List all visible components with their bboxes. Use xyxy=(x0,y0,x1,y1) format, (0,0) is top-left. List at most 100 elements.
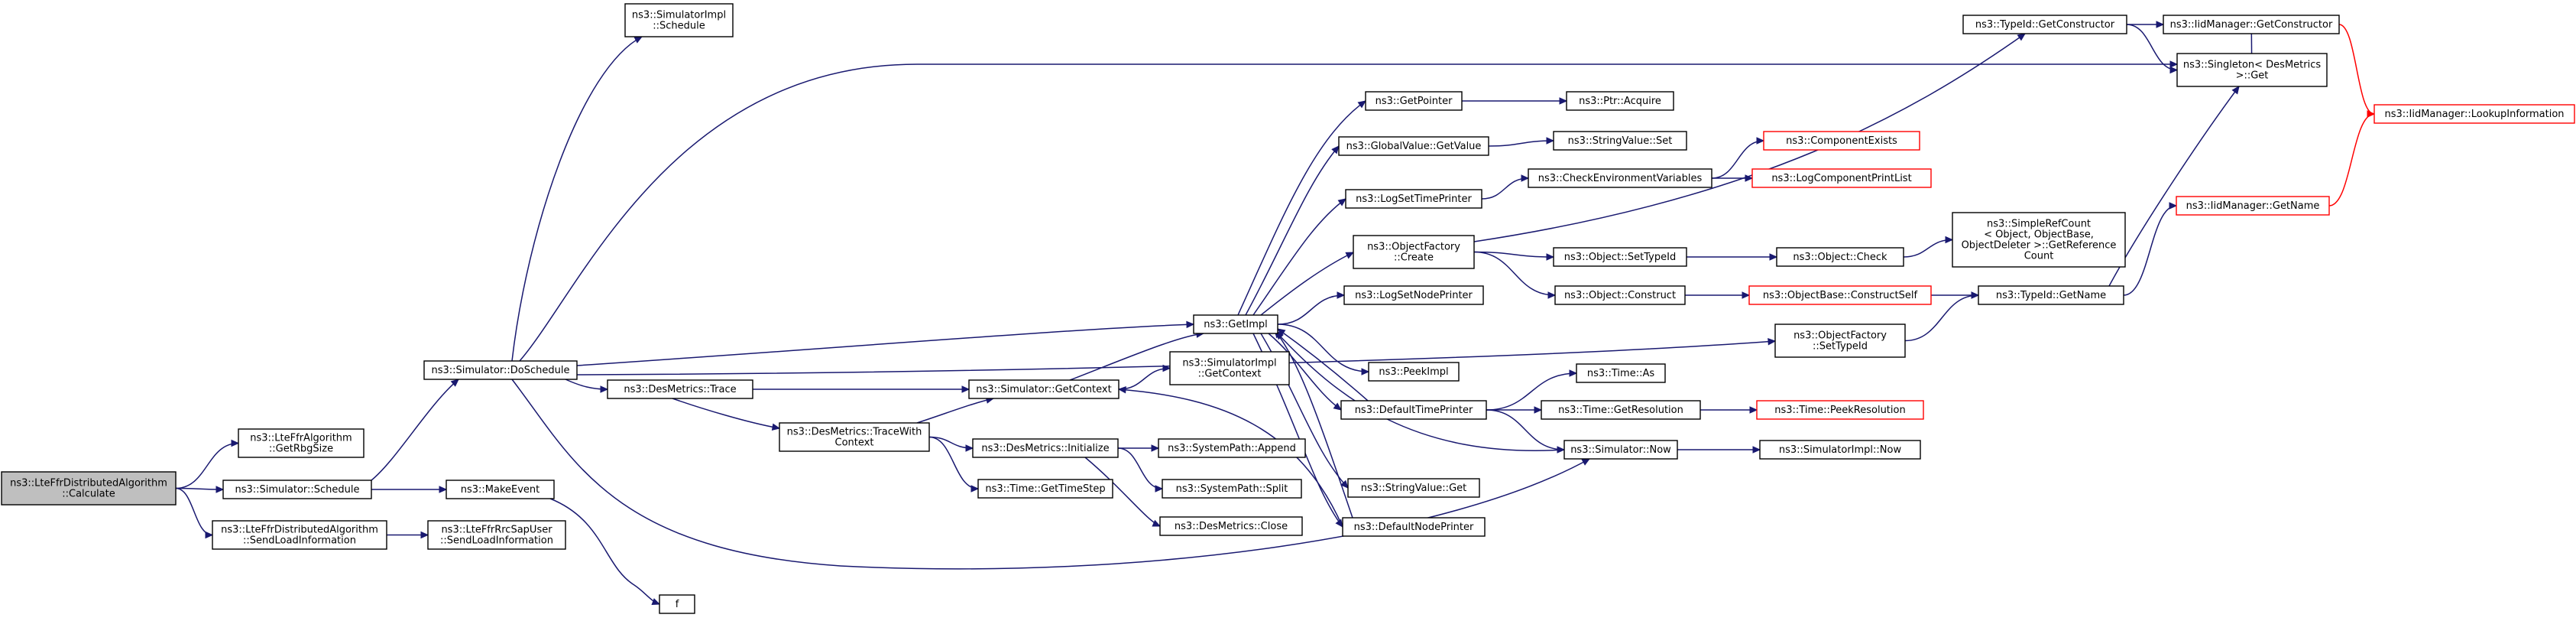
edge-deftimeprinter-to-simnow xyxy=(1486,409,1565,450)
node-box xyxy=(2373,104,2575,124)
edge-trace-to-tracewith xyxy=(672,398,780,429)
node-doschedule[interactable]: ns3::Simulator::DoSchedule xyxy=(423,360,578,380)
node-stringget[interactable]: ns3::StringValue::Get xyxy=(1347,478,1480,498)
node-label: ns3::Time::As xyxy=(1587,368,1655,379)
node-constructself[interactable]: ns3::ObjectBase::ConstructSelf xyxy=(1748,285,1932,305)
node-box xyxy=(2176,196,2330,216)
node-root[interactable]: ns3::LteFfrDistributedAlgorithm::Calcula… xyxy=(1,471,177,506)
edge-arrowhead xyxy=(2367,110,2376,118)
node-simimplctx[interactable]: ns3::SimulatorImpl::GetContext xyxy=(1169,351,1290,385)
node-deftimeprinter[interactable]: ns3::DefaultTimePrinter xyxy=(1340,400,1487,420)
node-setypeid[interactable]: ns3::Object::SetTypeId xyxy=(1553,247,1687,267)
node-objfactsettid[interactable]: ns3::ObjectFactory::SetTypeId xyxy=(1774,324,1906,358)
node-objcheck[interactable]: ns3::Object::Check xyxy=(1776,247,1904,267)
node-schedule[interactable]: ns3::Simulator::Schedule xyxy=(222,480,372,499)
edge-schedule-to-doschedule xyxy=(371,379,459,481)
node-trace[interactable]: ns3::DesMetrics::Trace xyxy=(607,379,753,399)
node-logsetnode[interactable]: ns3::LogSetNodePrinter xyxy=(1343,285,1484,305)
node-iidgetname[interactable]: ns3::IidManager::GetName xyxy=(2176,196,2330,216)
node-box xyxy=(1563,440,1678,460)
node-box xyxy=(1576,363,1666,383)
node-box xyxy=(1748,285,1932,305)
node-timeas[interactable]: ns3::Time::As xyxy=(1576,363,1666,383)
node-f[interactable]: f xyxy=(659,594,695,614)
node-defnodeprinter[interactable]: ns3::DefaultNodePrinter xyxy=(1342,517,1486,537)
node-split[interactable]: ns3::SystemPath::Split xyxy=(1162,479,1302,499)
node-getrbg[interactable]: ns3::LteFfrAlgorithm::GetRbgSize xyxy=(238,428,365,458)
node-box xyxy=(1159,516,1303,536)
edge-arrowhead xyxy=(1151,444,1160,452)
node-checkenv[interactable]: ns3::CheckEnvironmentVariables xyxy=(1528,168,1712,188)
edge-arrowhead xyxy=(1971,291,1980,299)
node-label: ns3::DesMetrics::Trace xyxy=(624,384,736,395)
node-objconstruct[interactable]: ns3::Object::Construct xyxy=(1554,285,1686,305)
node-box xyxy=(1353,235,1475,269)
node-label: ns3::Singleton< DesMetrics xyxy=(2183,60,2322,71)
node-sendload[interactable]: ns3::LteFfrDistributedAlgorithm::SendLoa… xyxy=(212,520,387,550)
edge-objfactcreate-to-typeidgetctor xyxy=(1473,33,2026,242)
node-gettimestep[interactable]: ns3::Time::GetTimeStep xyxy=(977,479,1113,499)
node-label: ns3::TypeId::GetConstructor xyxy=(1975,19,2115,31)
node-close[interactable]: ns3::DesMetrics::Close xyxy=(1159,516,1303,536)
edge-arrowhead xyxy=(1546,253,1555,261)
node-typeidgetname[interactable]: ns3::TypeId::GetName xyxy=(1978,285,2124,305)
node-simnow[interactable]: ns3::Simulator::Now xyxy=(1563,440,1678,460)
node-append[interactable]: ns3::SystemPath::Append xyxy=(1158,438,1306,458)
node-getpointer[interactable]: ns3::GetPointer xyxy=(1365,91,1463,111)
node-peekimpl[interactable]: ns3::PeekImpl xyxy=(1368,362,1460,382)
node-box xyxy=(2176,53,2328,87)
node-lookupinfo[interactable]: ns3::IidManager::LookupInformation xyxy=(2373,104,2575,124)
edge-defnodeprinter-to-getcontext xyxy=(1118,389,1343,528)
node-globalvalue[interactable]: ns3::GlobalValue::GetValue xyxy=(1338,136,1489,156)
edge-initialize-to-split xyxy=(1117,447,1163,489)
node-stringset[interactable]: ns3::StringValue::Set xyxy=(1553,131,1687,151)
node-label: Count xyxy=(2024,251,2054,262)
node-logsettime[interactable]: ns3::LogSetTimePrinter xyxy=(1345,189,1482,209)
node-rrcsap[interactable]: ns3::LteFfrRrcSapUser::SendLoadInformati… xyxy=(427,520,566,550)
node-label: ns3::Simulator::Schedule xyxy=(235,484,359,496)
node-label: ns3::DefaultTimePrinter xyxy=(1355,405,1473,416)
edge-getcontext-to-getimpl xyxy=(1069,333,1204,381)
node-singleton[interactable]: ns3::Singleton< DesMetrics>::Get xyxy=(2176,53,2328,87)
node-label: ns3::Time::GetTimeStep xyxy=(985,483,1105,495)
node-logcompprint[interactable]: ns3::LogComponentPrintList xyxy=(1751,168,1932,188)
node-label: ns3::Time::GetResolution xyxy=(1558,405,1683,416)
node-label: ns3::Ptr::Acquire xyxy=(1579,96,1661,107)
edge-arrowhead xyxy=(1361,368,1370,376)
node-getres[interactable]: ns3::Time::GetResolution xyxy=(1541,400,1701,420)
edge-arrowhead xyxy=(1749,406,1758,414)
node-label: ns3::LteFfrAlgorithm xyxy=(250,433,352,444)
node-box xyxy=(624,3,734,37)
node-ptracquire[interactable]: ns3::Ptr::Acquire xyxy=(1566,91,1674,111)
node-makeevent[interactable]: ns3::MakeEvent xyxy=(446,480,555,499)
node-getcontext[interactable]: ns3::Simulator::GetContext xyxy=(968,379,1120,399)
edge-arrowhead xyxy=(1769,253,1778,261)
node-peekres[interactable]: ns3::Time::PeekResolution xyxy=(1756,400,1924,420)
node-getimpl[interactable]: ns3::GetImpl xyxy=(1193,314,1278,334)
node-box xyxy=(212,520,387,550)
node-box xyxy=(1338,136,1489,156)
node-box xyxy=(2163,15,2340,34)
node-refcount[interactable]: ns3::SimpleRefCount< Object, ObjectBase,… xyxy=(1952,212,2126,268)
edge-typeidgetname-to-singleton xyxy=(2108,86,2240,287)
node-simimplnow[interactable]: ns3::SimulatorImpl::Now xyxy=(1759,440,1921,460)
edge-arrowhead xyxy=(1752,446,1761,454)
node-initialize[interactable]: ns3::DesMetrics::Initialize xyxy=(972,438,1119,458)
edge-objfactcreate-to-objconstruct xyxy=(1473,251,1556,296)
node-label: ::SetTypeId xyxy=(1813,341,1868,353)
edge-arrowhead xyxy=(651,598,661,606)
node-compexists[interactable]: ns3::ComponentExists xyxy=(1763,131,1920,151)
node-label: ns3::LogSetNodePrinter xyxy=(1355,290,1473,301)
node-box xyxy=(977,479,1113,499)
edge-typeidgetname-to-iidgetname xyxy=(2123,205,2177,296)
node-box xyxy=(1162,479,1302,499)
node-simimplsched[interactable]: ns3::SimulatorImpl::Schedule xyxy=(624,3,734,37)
node-objfactcreate[interactable]: ns3::ObjectFactory::Create xyxy=(1353,235,1475,269)
node-label: ns3::DesMetrics::TraceWith xyxy=(787,427,922,438)
node-typeidgetctor[interactable]: ns3::TypeId::GetConstructor xyxy=(1962,15,2127,34)
node-iidgetctor[interactable]: ns3::IidManager::GetConstructor xyxy=(2163,15,2340,34)
edge-arrowhead xyxy=(420,531,429,539)
node-box xyxy=(1978,285,2124,305)
edge-arrowhead xyxy=(1547,291,1557,299)
